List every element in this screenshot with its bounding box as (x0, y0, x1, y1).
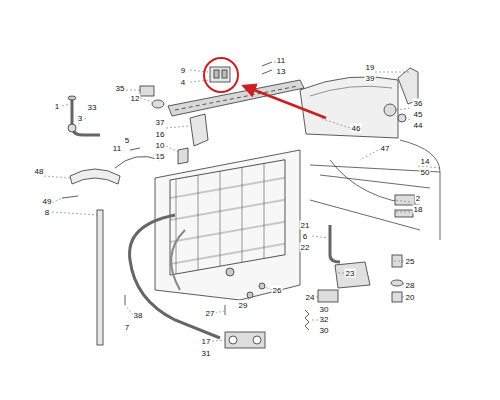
callout-number: 46 (351, 124, 362, 133)
callout-number: 12 (130, 94, 141, 103)
switch (210, 67, 230, 82)
callout-number: 26 (272, 286, 283, 295)
callout-number: 8 (44, 208, 50, 217)
callout-number: 48 (34, 167, 45, 176)
callout-number: 9 (180, 66, 186, 75)
callout-number: 3 (77, 114, 83, 123)
callout-number: 28 (405, 281, 416, 290)
control-bar (168, 80, 304, 116)
callout-number: 31 (201, 349, 212, 358)
callout-number: 2 (415, 194, 421, 203)
callout-number: 4 (180, 78, 186, 87)
callout-number: 14 (420, 157, 431, 166)
callout-number: 7 (124, 323, 130, 332)
callout-number: 45 (413, 110, 424, 119)
callout-number: 13 (276, 67, 287, 76)
callout-number: 11 (112, 144, 122, 153)
callout-number: 32 (319, 315, 330, 324)
callout-number: 16 (155, 130, 166, 139)
callout-number: 22 (300, 243, 311, 252)
back-frame (155, 150, 300, 300)
callout-number: 10 (155, 141, 166, 150)
callout-number: 33 (87, 103, 98, 112)
callout-number: 1 (54, 102, 60, 111)
callout-number: 38 (133, 311, 144, 320)
callout-number: 44 (413, 121, 424, 130)
callout-number: 27 (205, 309, 216, 318)
callout-number: 5 (124, 136, 130, 145)
water-valve (225, 332, 265, 348)
callout-number: 36 (413, 99, 424, 108)
callout-number: 11 (276, 56, 286, 65)
console-panel (300, 77, 398, 138)
callout-number: 15 (155, 152, 166, 161)
callout-number: 17 (201, 337, 212, 346)
callout-number: 19 (365, 63, 376, 72)
side-rail (97, 210, 103, 345)
highlight-circle (204, 58, 238, 92)
callout-number: 37 (155, 118, 166, 127)
callout-number: 18 (413, 205, 424, 214)
callout-number: 21 (300, 221, 311, 230)
callout-number: 25 (405, 257, 416, 266)
highlight-arrow (244, 86, 326, 118)
callout-number: 29 (238, 301, 249, 310)
callout-number: 24 (305, 293, 316, 302)
callout-number: 6 (302, 232, 308, 241)
callout-number: 30 (319, 305, 330, 314)
callout-number: 30 (319, 326, 330, 335)
callout-number: 35 (115, 84, 126, 93)
callout-number: 23 (345, 269, 356, 278)
callout-number: 49 (42, 197, 53, 206)
callout-number: 39 (365, 74, 376, 83)
callout-number: 50 (420, 168, 431, 177)
callout-number: 47 (380, 144, 391, 153)
callout-number: 20 (405, 293, 416, 302)
